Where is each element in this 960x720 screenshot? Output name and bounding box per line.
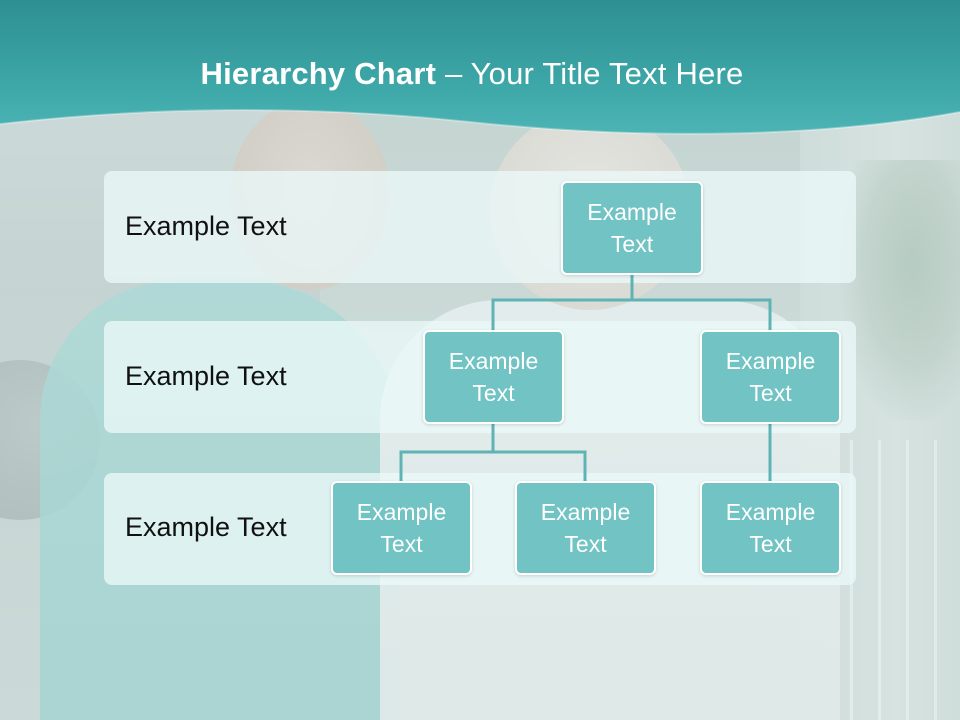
level-label-3: Example Text xyxy=(125,512,287,542)
org-node-level3-3: Example Text xyxy=(700,481,841,575)
org-node-level2-right: Example Text xyxy=(700,330,841,424)
org-node-level2-right-text: Example Text xyxy=(725,347,816,406)
title-bold: Hierarchy Chart xyxy=(200,56,437,91)
org-node-level3-1: Example Text xyxy=(331,481,472,575)
title-rest: – Your Title Text Here xyxy=(436,56,744,91)
header-wave xyxy=(0,0,960,135)
org-node-level3-2-text: Example Text xyxy=(540,498,631,557)
level-label-1: Example Text xyxy=(125,211,287,241)
connector-root xyxy=(491,273,772,332)
slide-title: Hierarchy Chart – Your Title Text Here xyxy=(0,56,944,92)
org-node-level3-2: Example Text xyxy=(515,481,656,575)
org-node-level2-left-text: Example Text xyxy=(448,347,539,406)
level-label-2: Example Text xyxy=(125,361,287,391)
level-band-1 xyxy=(104,171,856,283)
org-node-root: Example Text xyxy=(561,181,703,275)
org-node-level3-3-text: Example Text xyxy=(725,498,816,557)
org-node-root-text: Example Text xyxy=(587,198,677,257)
background-plant xyxy=(840,160,960,420)
org-node-level2-left: Example Text xyxy=(423,330,564,424)
org-node-level3-1-text: Example Text xyxy=(356,498,447,557)
connector-a xyxy=(399,422,587,483)
background-railing xyxy=(850,440,960,720)
